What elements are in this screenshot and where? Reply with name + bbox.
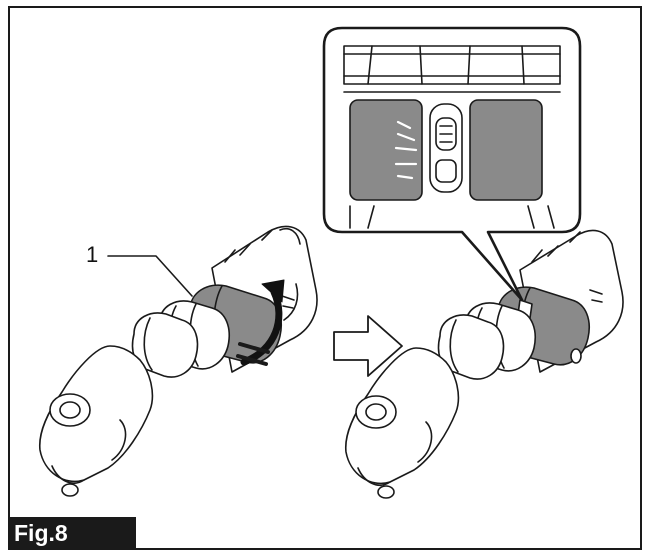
- transition-arrow-icon: [333, 315, 403, 377]
- left-tool: [38, 225, 318, 497]
- figure-label: Fig.8: [8, 517, 136, 550]
- callout-leader: [107, 255, 193, 297]
- right-tool: [344, 229, 624, 499]
- callout-number-1: 1: [86, 242, 99, 267]
- detail-bubble: [322, 26, 582, 302]
